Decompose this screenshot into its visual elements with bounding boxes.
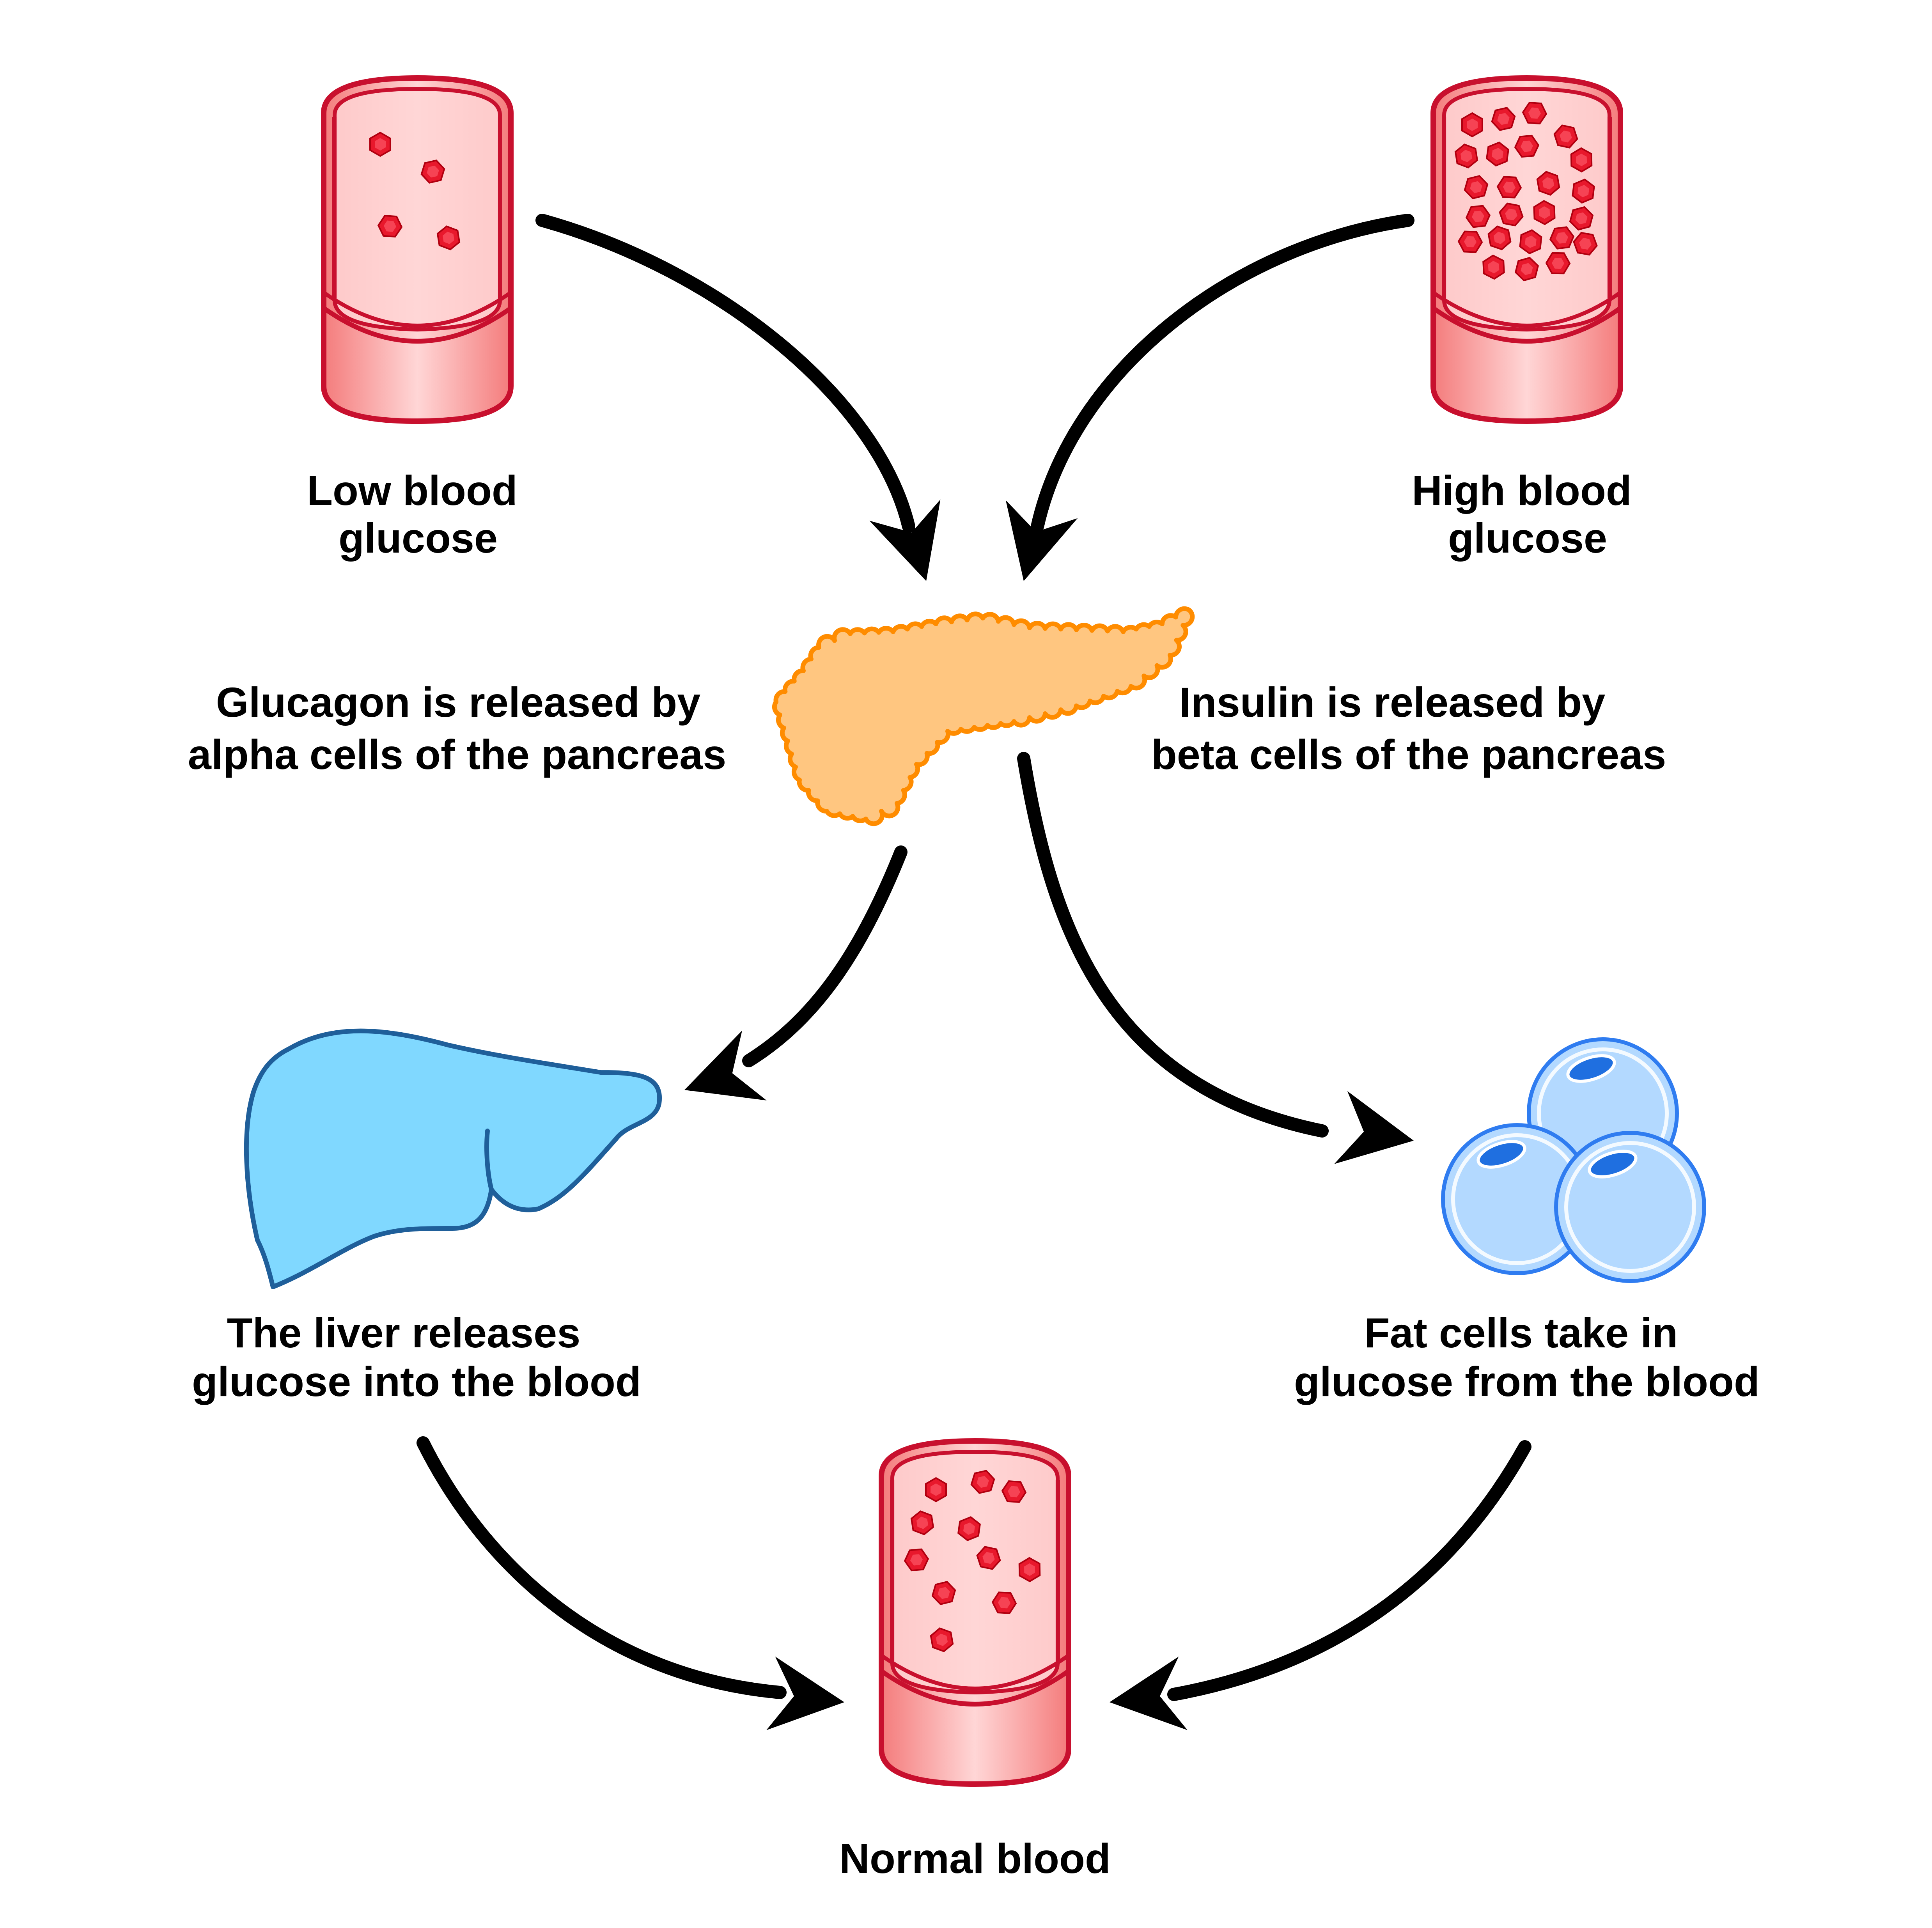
- liver-icon: [244, 1028, 662, 1289]
- arrow-pancreas-to-fat: [1017, 752, 1414, 1164]
- glucose-molecule-icon: [1536, 171, 1560, 196]
- arrowhead: [684, 1030, 767, 1100]
- glucose-molecule-icon: [904, 1548, 929, 1572]
- glucose-molecule-icon: [925, 1477, 947, 1503]
- curved-arrow-icon: [417, 1436, 787, 1699]
- glucose-molecule-icon: [957, 1516, 981, 1541]
- pancreas-shape: [772, 606, 1195, 826]
- glucose-molecule-icon: [1461, 112, 1483, 138]
- glucose-molecule-icon: [970, 1470, 995, 1494]
- glucose-molecule-icon: [976, 1546, 1001, 1570]
- arrowhead: [869, 499, 941, 581]
- glucose-molecule-icon: [1514, 135, 1540, 158]
- fat-cells-label: Fat cells take in glucose from the blood: [1294, 1309, 1760, 1405]
- glucose-molecule-icon: [1569, 206, 1594, 231]
- glucose-molecule-icon: [420, 159, 445, 184]
- glucose-molecule-icon: [1465, 205, 1491, 228]
- arrowhead: [766, 1657, 844, 1730]
- normal-blood-label: Normal blood: [839, 1835, 1111, 1882]
- curved-arrow-icon: [1017, 752, 1329, 1138]
- glucose-molecule-icon: [1573, 232, 1598, 256]
- high-blood-glucose-label: High blood glucose: [1412, 467, 1643, 562]
- high-blood-vessel-icon: [1430, 75, 1623, 424]
- glucose-molecule-icon: [1496, 176, 1522, 198]
- glucose-molecule-icon: [1482, 254, 1505, 280]
- glucose-molecule-icon: [991, 1591, 1017, 1614]
- curved-arrow-icon: [535, 214, 915, 533]
- glucose-molecule-icon: [910, 1510, 934, 1535]
- low-blood-vessel-icon: [321, 75, 514, 424]
- glucose-molecule-icon: [1454, 144, 1478, 168]
- glucose-molecule-icon: [1514, 257, 1539, 282]
- glucose-molecule-icon: [1549, 226, 1575, 250]
- glucose-molecule-icon: [1499, 202, 1524, 227]
- arrow-high-to-pancreas: [1005, 214, 1414, 581]
- glucose-molecule-icon: [1519, 229, 1542, 255]
- glucose-molecule-icon: [1018, 1557, 1041, 1582]
- arrowhead: [1110, 1657, 1188, 1730]
- arrow-fat-to-normal: [1110, 1440, 1531, 1730]
- glucose-molecule-icon: [1487, 225, 1512, 250]
- glucose-molecule-icon: [1464, 175, 1489, 200]
- glucose-molecule-icon: [931, 1581, 956, 1605]
- glucose-molecule-icon: [1533, 200, 1556, 225]
- arrowhead: [1005, 500, 1078, 581]
- glucose-molecule-icon: [1572, 178, 1595, 204]
- arrowhead: [1334, 1091, 1414, 1164]
- liver-label: The liver releases glucose into the bloo…: [192, 1309, 641, 1405]
- glucose-molecule-icon: [1491, 107, 1516, 131]
- glucose-molecule-icon: [1001, 1480, 1027, 1503]
- glucose-molecule-icon: [377, 214, 403, 238]
- liver-shape: [244, 1028, 662, 1289]
- arrow-pancreas-to-liver: [684, 845, 908, 1100]
- curved-arrow-icon: [1167, 1440, 1531, 1701]
- fat-cells-icon: [1441, 1037, 1706, 1283]
- insulin-label: Insulin is released by beta cells of the…: [1151, 679, 1666, 778]
- pancreas-icon: [772, 606, 1195, 826]
- glucose-molecule-icon: [369, 131, 391, 157]
- glucose-molecule-icon: [1457, 230, 1483, 253]
- glucose-molecule-icon: [1553, 124, 1578, 149]
- curved-arrow-icon: [742, 845, 908, 1067]
- normal-blood-vessel-icon: [879, 1438, 1071, 1787]
- low-blood-glucose-label: Low blood glucose: [307, 467, 529, 562]
- glucose-molecule-icon: [1570, 147, 1593, 173]
- glucose-molecule-icon: [1486, 142, 1509, 167]
- vessel-lumen: [333, 87, 502, 332]
- glucose-molecule-icon: [1545, 252, 1571, 275]
- fat-cell: [1554, 1131, 1706, 1283]
- arrow-low-to-pancreas: [535, 214, 941, 581]
- glucagon-label: Glucagon is released by alpha cells of t…: [188, 679, 727, 778]
- arrows-layer: [417, 214, 1531, 1730]
- glucose-molecule-icon: [1522, 101, 1547, 125]
- arrow-liver-to-normal: [417, 1436, 844, 1730]
- glucose-molecule-icon: [930, 1627, 954, 1652]
- curved-arrow-icon: [1031, 214, 1414, 533]
- glucose-molecule-icon: [436, 225, 461, 250]
